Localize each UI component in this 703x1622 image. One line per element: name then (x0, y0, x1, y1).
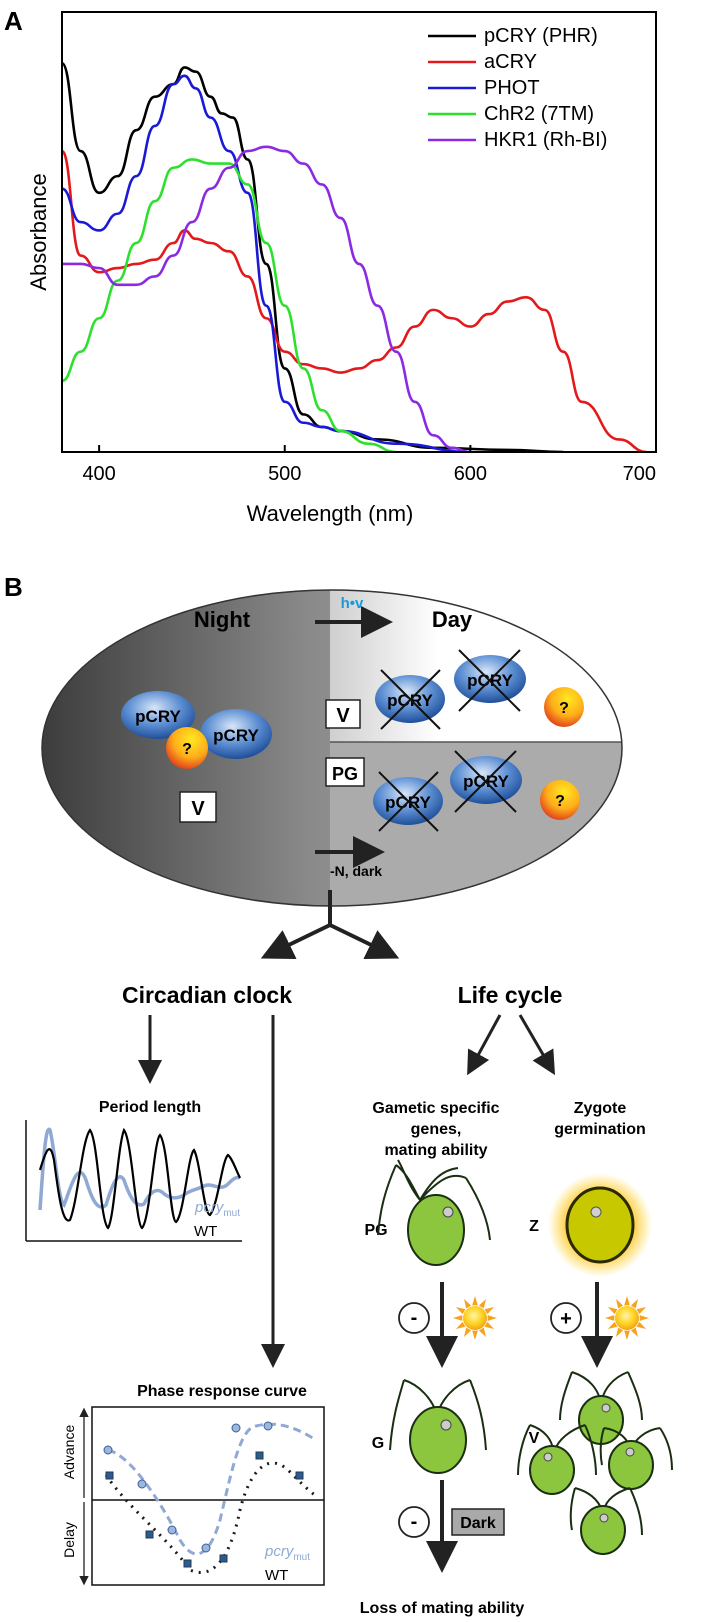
minus-label: - (411, 1307, 418, 1329)
gametic-line-1: Gametic specific (372, 1100, 499, 1117)
delay-label: Delay (61, 1522, 77, 1558)
v-cell (559, 1371, 643, 1445)
series-line-3 (62, 158, 397, 452)
v-cell-label: V (529, 1430, 540, 1447)
mutant-rhythm-line (38, 1127, 241, 1211)
prc-plot: Advance Delay pcrymut WT (61, 1406, 325, 1586)
series-line-4 (62, 145, 471, 452)
dark-box: Dark (451, 1508, 505, 1536)
circadian-clock-heading: Circadian clock (122, 982, 292, 1008)
chlamydomonas-cells (377, 1159, 673, 1555)
pcry-label: pCRY (213, 726, 259, 745)
v-cell (599, 1427, 673, 1490)
day-v-region: V pCRY pCRY ? (325, 649, 584, 730)
chart-legend: pCRY (PHR) aCRY PHOT ChR2 (7TM) HKR1 (Rh-BI) (428, 25, 607, 151)
gametic-line-2: genes, (411, 1121, 462, 1138)
g-cell-label: G (372, 1435, 384, 1452)
v-cell (569, 1487, 643, 1555)
unknown-factor-icon (540, 780, 580, 820)
v-cell (517, 1424, 597, 1495)
advance-label: Advance (61, 1425, 77, 1480)
life-cycle-heading: Life cycle (458, 982, 563, 1008)
plus-label: + (560, 1308, 572, 1330)
hv-label: h•v (341, 595, 364, 612)
zygote-arrow (518, 1014, 556, 1076)
loss-of-mating-label: Loss of mating ability (360, 1600, 525, 1617)
y-axis-label: Absorbance (26, 173, 51, 290)
plus-circle: + (550, 1302, 582, 1334)
x-tick-label: 400 (82, 463, 115, 485)
v-box-label: V (191, 798, 205, 820)
n-dark-label: -N, dark (330, 863, 382, 879)
period-length-title: Period length (99, 1099, 201, 1116)
sun-icon (453, 1296, 497, 1340)
branch-arrows (260, 890, 400, 959)
pg-region-content: PG pCRY pCRY ? (325, 750, 580, 832)
unknown-factor-icon (544, 687, 584, 727)
minus-circle: - (398, 1506, 430, 1538)
question-label: ? (182, 741, 192, 758)
pcry-mut-legend: pcrymut (194, 1199, 240, 1219)
legend-label: ChR2 (7TM) (484, 103, 594, 125)
panel-b-label: B (4, 572, 23, 602)
v-box-label: V (336, 705, 350, 727)
series-line-2 (62, 74, 471, 452)
series-line-1 (62, 149, 647, 452)
legend-label: PHOT (484, 77, 540, 99)
pcry-protein (121, 691, 195, 739)
wt-legend: WT (194, 1223, 217, 1240)
minus-label: - (411, 1511, 418, 1533)
sun-icon (605, 1296, 649, 1340)
x-tick-label: 500 (268, 463, 301, 485)
wt-rhythm-line (38, 1127, 241, 1230)
zygote-cell (548, 1173, 652, 1277)
x-tick-label: 600 (454, 463, 487, 485)
dark-label: Dark (460, 1515, 496, 1532)
pg-box-label: PG (332, 764, 358, 784)
pg-cell (377, 1159, 491, 1266)
period-length-plot: pcrymut WT (25, 1120, 242, 1242)
legend-label: aCRY (484, 51, 537, 73)
prc-title: Phase response curve (137, 1383, 307, 1400)
day-label: Day (432, 607, 473, 632)
question-label: ? (559, 700, 569, 717)
pcry-protein (200, 709, 272, 759)
legend-label: pCRY (PHR) (484, 25, 598, 47)
minus-circle: - (398, 1302, 430, 1334)
g-cell (389, 1379, 487, 1474)
pcry-label: pCRY (135, 707, 181, 726)
pcry-mut-legend: pcrymut (264, 1543, 310, 1563)
x-tick-label: 700 (623, 463, 656, 485)
z-cell-label: Z (529, 1218, 539, 1235)
zygote-line-2: germination (554, 1121, 646, 1138)
night-label: Night (194, 607, 251, 632)
night-complex: pCRY pCRY ? V (121, 691, 272, 823)
panel-a-label: A (4, 6, 23, 36)
unknown-factor-icon (166, 727, 208, 769)
gametic-arrow (467, 1014, 502, 1076)
series-line-0 (62, 61, 564, 452)
x-axis-label: Wavelength (nm) (247, 501, 414, 526)
zygote-line-1: Zygote (574, 1100, 627, 1117)
pg-cell-label: PG (364, 1222, 387, 1239)
legend-label: HKR1 (Rh-BI) (484, 129, 607, 151)
wt-legend: WT (265, 1567, 288, 1584)
question-label: ? (555, 793, 565, 810)
chart-frame (61, 11, 657, 453)
gametic-line-3: mating ability (384, 1142, 487, 1159)
